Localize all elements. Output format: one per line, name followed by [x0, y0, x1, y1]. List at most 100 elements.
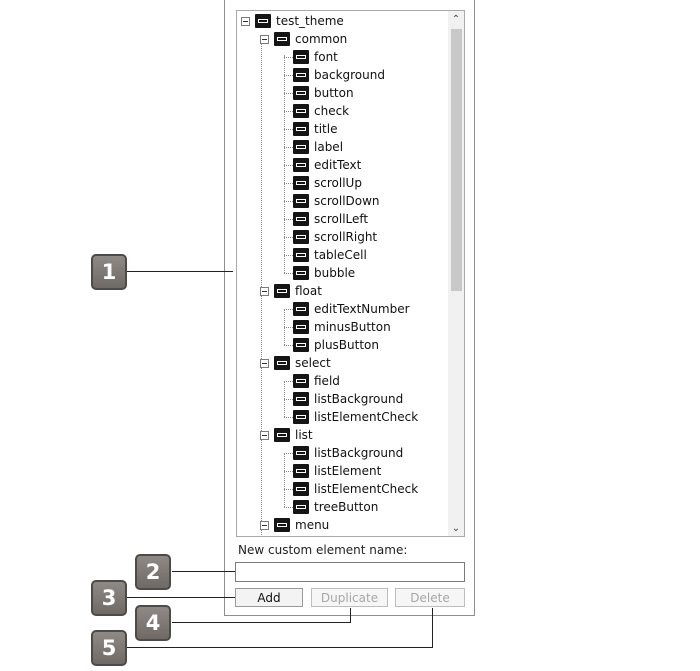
- tree-connector: [284, 417, 293, 418]
- theme-node-icon: [293, 320, 309, 334]
- tree-item[interactable]: treeButton: [293, 498, 378, 516]
- tree-item-label: bubble: [314, 266, 356, 280]
- tree-item-label: minusButton: [314, 320, 391, 334]
- callout-1-leader: [127, 271, 233, 272]
- tree-connector: [284, 399, 293, 400]
- theme-node-icon: [293, 248, 309, 262]
- add-button[interactable]: Add: [235, 588, 303, 607]
- tree-item-label: menu: [295, 518, 330, 532]
- tree-scrollbar[interactable]: ⌃ ⌄: [448, 11, 464, 536]
- tree-item[interactable]: listBackground: [293, 390, 403, 408]
- tree-item-label: listElementCheck: [314, 482, 419, 496]
- theme-node-icon: [274, 284, 290, 298]
- tree-item[interactable]: listBackground: [293, 444, 403, 462]
- collapse-minus-icon[interactable]: [260, 431, 269, 440]
- tree-connector: [284, 111, 293, 112]
- tree-connector: [284, 453, 293, 454]
- tree-item-label: scrollRight: [314, 230, 378, 244]
- theme-node-icon: [293, 266, 309, 280]
- tree-item[interactable]: plusButton: [293, 336, 379, 354]
- tree-item[interactable]: scrollDown: [293, 192, 380, 210]
- tree-item[interactable]: title: [293, 120, 337, 138]
- tree-item[interactable]: field: [293, 372, 340, 390]
- tree-item-label: treeButton: [314, 500, 379, 514]
- tree-connector: [261, 37, 262, 535]
- tree-connector: [284, 345, 293, 346]
- theme-node-icon: [293, 104, 309, 118]
- tree-item-label: editTextNumber: [314, 302, 410, 316]
- theme-node-icon: [293, 338, 309, 352]
- tree-item-label: scrollUp: [314, 176, 362, 190]
- callout-5-leader-vertical: [432, 608, 433, 648]
- tree-item[interactable]: button: [293, 84, 354, 102]
- tree-item-label: tableCell: [314, 248, 367, 262]
- tree-item[interactable]: background: [293, 66, 385, 84]
- tree-item[interactable]: listElement: [293, 462, 381, 480]
- tree-item[interactable]: test_theme: [255, 12, 344, 30]
- tree-item-label: field: [314, 374, 340, 388]
- tree-item[interactable]: scrollUp: [293, 174, 362, 192]
- delete-button[interactable]: Delete: [395, 588, 465, 607]
- callout-badge-5: 5: [91, 630, 127, 666]
- tree-item[interactable]: listElementCheck: [293, 408, 418, 426]
- tree-item[interactable]: editTextNumber: [293, 300, 410, 318]
- tree-item-label: background: [314, 68, 385, 82]
- callout-badge-1: 1: [91, 254, 127, 290]
- tree-connector: [284, 255, 293, 256]
- theme-node-icon: [274, 356, 290, 370]
- theme-node-icon: [274, 32, 290, 46]
- tree-item-label: label: [314, 140, 344, 154]
- tree-item-label: listElementCheck: [314, 410, 419, 424]
- duplicate-button[interactable]: Duplicate: [311, 588, 388, 607]
- callout-badge-3: 3: [91, 580, 127, 616]
- tree-connector: [284, 471, 293, 472]
- theme-node-icon: [293, 194, 309, 208]
- chevron-up-icon[interactable]: ⌃: [451, 13, 461, 25]
- tree-connector: [284, 165, 293, 166]
- tree-connector: [284, 381, 293, 382]
- tree-connector: [284, 219, 293, 220]
- tree-connector: [284, 183, 293, 184]
- tree-item[interactable]: bubble: [293, 264, 355, 282]
- collapse-minus-icon[interactable]: [260, 521, 269, 530]
- tree-item[interactable]: check: [293, 102, 349, 120]
- tree-item[interactable]: scrollRight: [293, 228, 377, 246]
- chevron-down-icon[interactable]: ⌄: [451, 522, 461, 534]
- collapse-minus-icon[interactable]: [241, 17, 250, 26]
- scrollbar-thumb[interactable]: [451, 29, 462, 291]
- theme-node-icon: [293, 482, 309, 496]
- callout-4-leader: [172, 622, 351, 623]
- tree-item[interactable]: scrollLeft: [293, 210, 368, 228]
- collapse-minus-icon[interactable]: [260, 287, 269, 296]
- tree-item-label: button: [314, 86, 354, 100]
- tree-item[interactable]: float: [274, 282, 322, 300]
- tree-connector: [284, 327, 293, 328]
- tree-item[interactable]: editText: [293, 156, 361, 174]
- tree-item[interactable]: menu: [274, 516, 329, 534]
- tree-item[interactable]: common: [274, 30, 347, 48]
- tree-item[interactable]: listElementCheck: [293, 480, 418, 498]
- collapse-minus-icon[interactable]: [260, 35, 269, 44]
- tree-item[interactable]: list: [274, 426, 313, 444]
- theme-node-icon: [274, 518, 290, 532]
- theme-node-icon: [274, 428, 290, 442]
- tree-item-label: listBackground: [314, 446, 404, 460]
- tree-item-label: scrollLeft: [314, 212, 369, 226]
- tree-item[interactable]: tableCell: [293, 246, 367, 264]
- tree-connector: [284, 129, 293, 130]
- tree-connector: [284, 93, 293, 94]
- tree-item[interactable]: label: [293, 138, 343, 156]
- tree-item[interactable]: font: [293, 48, 338, 66]
- tree-item-label: common: [295, 32, 348, 46]
- new-element-name-input[interactable]: [235, 562, 465, 582]
- tree-item[interactable]: select: [274, 354, 331, 372]
- tree-connector: [284, 55, 285, 273]
- tree-item[interactable]: minusButton: [293, 318, 391, 336]
- tree-item-label: editText: [314, 158, 362, 172]
- tree-connector: [284, 507, 293, 508]
- tree-item-label: font: [314, 50, 338, 64]
- collapse-minus-icon[interactable]: [260, 359, 269, 368]
- theme-node-icon: [293, 410, 309, 424]
- tree-item-label: test_theme: [276, 14, 344, 28]
